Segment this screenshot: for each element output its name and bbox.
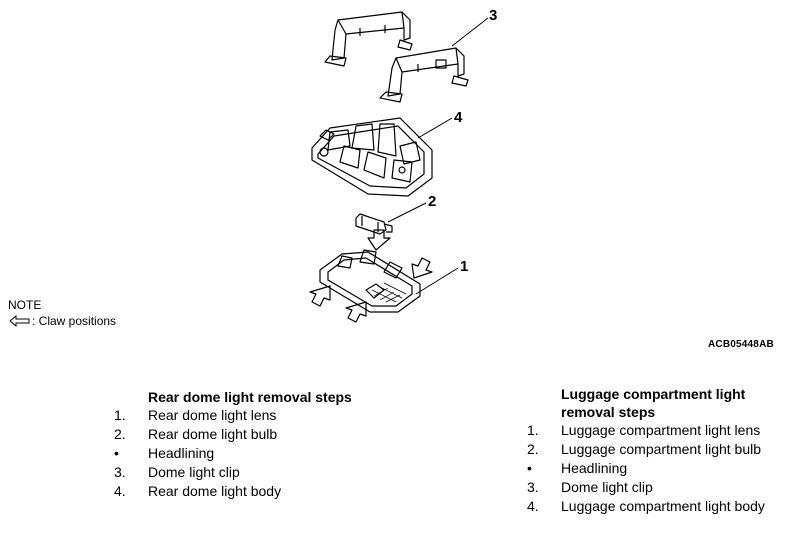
step-text: Luggage compartment light body <box>561 498 765 514</box>
hollow-left-arrow-icon <box>9 315 30 327</box>
note-heading: NOTE <box>8 298 42 312</box>
claw-arrow-icon <box>411 257 433 279</box>
list-item: 4. Rear dome light body <box>114 482 414 501</box>
list-item: • Headlining <box>527 459 802 478</box>
list-item: • Headlining <box>114 444 414 463</box>
step-text: Dome light clip <box>561 479 653 495</box>
dome-light-clip-right <box>379 47 469 103</box>
step-number: 4. <box>527 498 539 514</box>
luggage-steps-title: Luggage compartment light removal steps <box>561 386 746 420</box>
rear-steps-title: Rear dome light removal steps <box>148 389 352 405</box>
list-item: 3. Dome light clip <box>114 463 414 482</box>
figure-code: ACB05448AB <box>708 339 774 350</box>
list-item: 1. Rear dome light lens <box>114 406 414 425</box>
step-text: Luggage compartment light lens <box>561 422 761 438</box>
step-text: Rear dome light lens <box>148 407 277 423</box>
step-bullet: • <box>527 460 532 476</box>
callout-4: 4 <box>454 109 463 126</box>
exploded-view-illustration <box>309 11 489 323</box>
list-item: 2. Luggage compartment light bulb <box>527 440 802 459</box>
step-number: 4. <box>114 483 126 499</box>
claw-arrow-icon <box>345 301 367 323</box>
list-item: 2. Rear dome light bulb <box>114 425 414 444</box>
step-number: 3. <box>114 464 126 480</box>
claw-arrow-icon <box>309 285 331 307</box>
step-number: 1. <box>114 407 126 423</box>
list-item: 3. Dome light clip <box>527 478 802 497</box>
callout-2: 2 <box>428 193 437 210</box>
step-text: Dome light clip <box>148 464 240 480</box>
step-text: Headlining <box>148 445 215 461</box>
list-item: 4. Luggage compartment light body <box>527 497 802 516</box>
list-item: 1. Luggage compartment light lens <box>527 421 802 440</box>
step-text: Rear dome light body <box>148 483 282 499</box>
legend-row: : Claw positions <box>8 313 116 329</box>
luggage-compartment-light-steps: Luggage compartment light removal steps … <box>527 385 802 516</box>
dome-light-body <box>311 117 433 197</box>
claw-arrow-icon <box>367 229 391 251</box>
step-number: 1. <box>527 422 539 438</box>
dome-light-clip-left <box>324 11 413 67</box>
step-bullet: • <box>114 445 119 461</box>
step-text: Luggage compartment light bulb <box>561 441 762 457</box>
callout-3: 3 <box>489 7 498 24</box>
step-text: Headlining <box>561 460 628 476</box>
legend-text: : Claw positions <box>32 314 117 328</box>
rear-dome-light-steps: Rear dome light removal steps 1. Rear dom… <box>114 388 414 501</box>
step-number: 3. <box>527 479 539 495</box>
step-number: 2. <box>527 441 539 457</box>
note-legend: NOTE : Claw positions <box>8 297 116 329</box>
step-text: Rear dome light bulb <box>148 426 278 442</box>
callout-1: 1 <box>460 258 469 275</box>
dome-light-lens <box>319 249 421 313</box>
step-number: 2. <box>114 426 126 442</box>
